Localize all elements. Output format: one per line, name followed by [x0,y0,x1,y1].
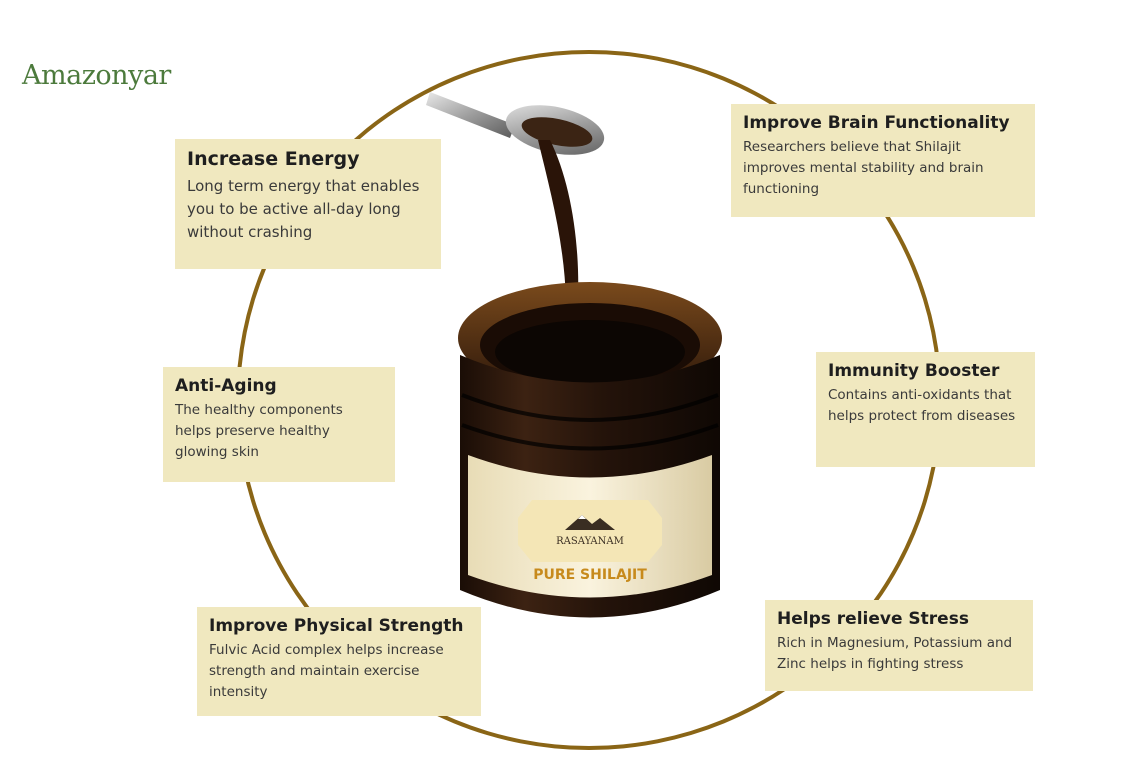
benefit-title: Anti-Aging [175,376,277,396]
spoon-icon [426,92,605,155]
benefit-card-brain: Improve Brain Functionality Researchers … [731,104,1035,217]
benefit-text: The healthy components helps preserve he… [175,402,343,461]
mountain-icon [565,515,615,530]
benefit-title: Improve Brain Functionality [743,113,1010,133]
benefit-title: Immunity Booster [828,361,1000,381]
benefit-text: Contains anti-oxidants that helps protec… [828,387,1016,425]
benefit-text: Rich in Magnesium, Potassium and Zinc he… [777,635,1013,673]
benefit-title: Improve Physical Strength [209,616,464,636]
benefit-text: Fulvic Acid complex helps increase stren… [209,642,444,701]
jar-brand-label: RASAYANAM [556,536,624,547]
benefit-card-immunity: Immunity Booster Contains anti-oxidants … [816,352,1035,467]
benefit-title: Helps relieve Stress [777,609,969,629]
brand-logo: Amazonyar [22,60,171,91]
jar-product-label: PURE SHILAJIT [533,567,647,583]
benefit-card-stress: Helps relieve Stress Rich in Magnesium, … [765,600,1033,691]
benefit-card-anti-aging: Anti-Aging The healthy components helps … [163,367,395,482]
shilajit-jar-illustration: RASAYANAM PURE SHILAJIT [426,92,722,618]
benefit-text: Researchers believe that Shilajit improv… [743,139,984,198]
benefit-title: Increase Energy [187,148,360,170]
benefit-text: Long term energy that enables you to be … [187,176,420,242]
benefit-card-strength: Improve Physical Strength Fulvic Acid co… [197,607,481,716]
benefit-card-energy: Increase Energy Long term energy that en… [175,139,441,269]
